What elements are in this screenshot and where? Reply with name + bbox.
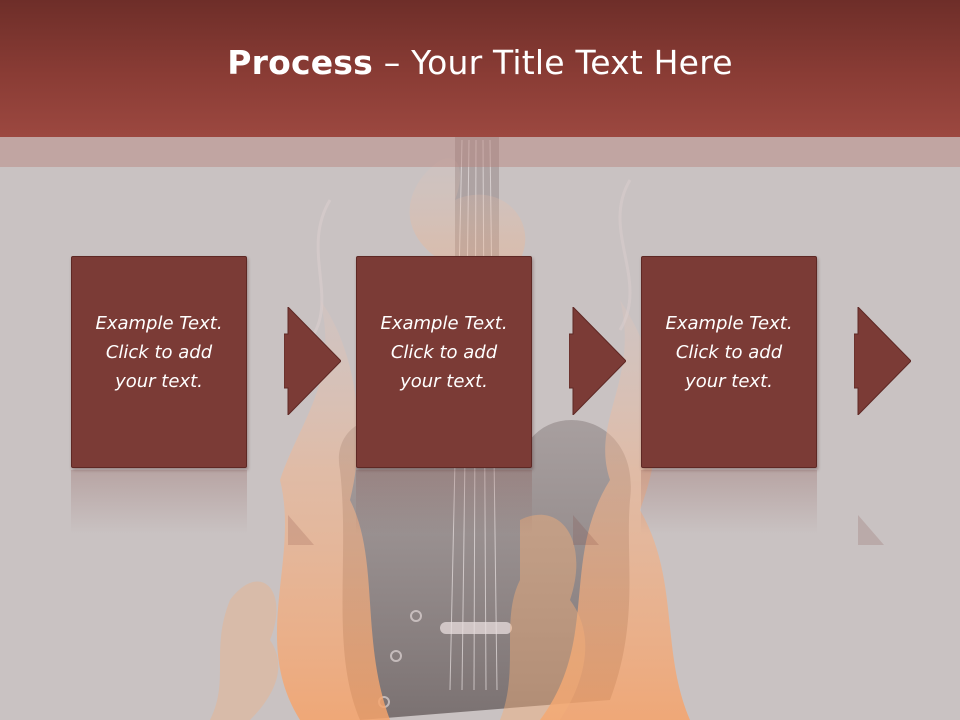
process-step-2[interactable]: Example Text. Click to add your text. xyxy=(356,256,532,468)
step-3-reflection xyxy=(641,470,817,534)
arrow-reflection xyxy=(288,515,314,545)
title-underband xyxy=(0,137,960,167)
step-2-text: Example Text. Click to add your text. xyxy=(369,309,519,396)
step-1-line-2: Click to add xyxy=(105,341,213,363)
step-1-text: Example Text. Click to add your text. xyxy=(84,309,234,396)
arrow-reflection xyxy=(858,515,884,545)
process-step-3[interactable]: Example Text. Click to add your text. xyxy=(641,256,817,468)
step-1-reflection xyxy=(71,470,247,534)
process-step-1[interactable]: Example Text. Click to add your text. xyxy=(71,256,247,468)
slide-title[interactable]: Process – Your Title Text Here xyxy=(227,43,733,82)
step-3-text: Example Text. Click to add your text. xyxy=(654,309,804,396)
title-separator: – xyxy=(373,43,412,82)
step-2-reflection xyxy=(356,470,532,534)
step-2-line-2: Click to add xyxy=(390,341,498,363)
step-3-line-3: your text. xyxy=(685,370,773,392)
step-2-line-3: your text. xyxy=(400,370,488,392)
arrow-reflection xyxy=(573,515,599,545)
step-3-line-2: Click to add xyxy=(675,341,783,363)
right-arrow-icon xyxy=(284,307,341,415)
right-arrow-icon xyxy=(569,307,626,415)
right-arrow-icon xyxy=(854,307,911,415)
step-3-line-1: Example Text. xyxy=(665,312,793,334)
title-bar: Process – Your Title Text Here xyxy=(0,0,960,137)
title-bold-text: Process xyxy=(227,43,373,82)
title-rest-text: Your Title Text Here xyxy=(411,43,733,82)
step-2-line-1: Example Text. xyxy=(380,312,508,334)
step-1-line-3: your text. xyxy=(115,370,203,392)
step-1-line-1: Example Text. xyxy=(95,312,223,334)
